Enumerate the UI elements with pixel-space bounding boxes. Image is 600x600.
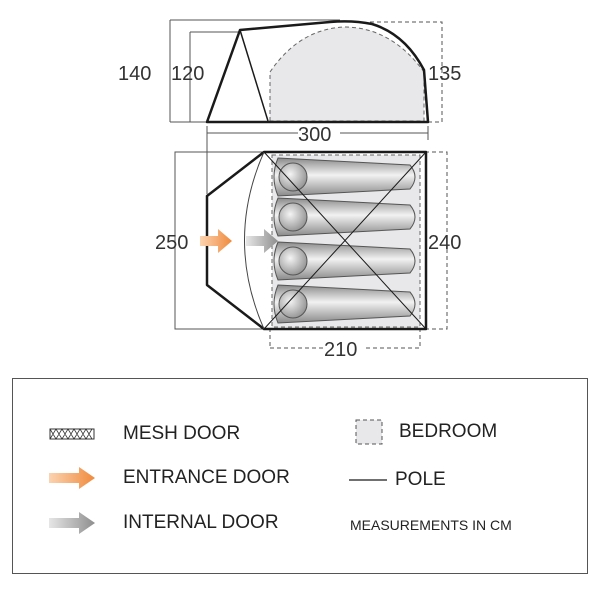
- height-guides: [169, 19, 340, 123]
- cross-poles: [263, 151, 427, 330]
- legend-entrance-door: ENTRANCE DOOR: [49, 467, 290, 489]
- floor-plan: 250 240 210: [155, 150, 461, 361]
- label-width-total: 250: [155, 232, 188, 254]
- pole-line-icon: [349, 479, 387, 481]
- legend-units-note: MEASUREMENTS IN CM: [350, 517, 512, 533]
- mesh-door-curve: [244, 151, 265, 330]
- bedroom-swatch-icon: [355, 419, 383, 445]
- width-guide: [174, 151, 264, 330]
- inner-tent-side: [269, 26, 425, 122]
- sleeping-bag: [273, 284, 416, 324]
- mesh-door-icon: [49, 428, 95, 440]
- length-guide: [206, 126, 429, 194]
- internal-arrow-icon: [49, 512, 95, 534]
- units-note: MEASUREMENTS IN CM: [350, 517, 512, 533]
- label-width-bedroom: 240: [428, 232, 461, 254]
- tent-diagram: 140 120 135 300: [118, 19, 461, 361]
- legend-mesh-door: MESH DOOR: [49, 423, 240, 445]
- bedroom-width-bracket: [425, 151, 448, 330]
- legend-bedroom-label: BEDROOM: [399, 421, 498, 442]
- label-height-total: 140: [118, 63, 151, 85]
- inner-height-bracket: [370, 21, 443, 123]
- legend-bedroom: BEDROOM: [355, 419, 497, 445]
- internal-door-arrow: [246, 229, 278, 253]
- bedroom-length-bracket: [269, 328, 421, 349]
- legend-entrance-door-label: ENTRANCE DOOR: [123, 467, 290, 488]
- legend-mesh-door-label: MESH DOOR: [123, 423, 241, 444]
- legend-pole: POLE: [349, 469, 446, 491]
- legend-internal-door: INTERNAL DOOR: [49, 512, 279, 534]
- entrance-arrow-icon: [49, 467, 95, 489]
- legend-pole-label: POLE: [395, 469, 446, 490]
- sleeping-bag: [273, 241, 416, 281]
- label-height-porch: 120: [171, 63, 204, 85]
- label-length-bedroom: 210: [324, 339, 357, 361]
- sleeping-bag: [273, 157, 416, 197]
- legend-internal-door-label: INTERNAL DOOR: [123, 512, 279, 533]
- label-height-inner: 135: [428, 63, 461, 85]
- sleeping-bag: [273, 197, 416, 237]
- flysheet-side: [205, 20, 430, 124]
- porch-pole: [239, 29, 269, 122]
- label-length-total: 300: [298, 124, 331, 146]
- entrance-door-arrow: [200, 229, 232, 253]
- legend-box: MESH DOOR ENTRANCE DOOR INTERN: [12, 378, 588, 574]
- side-elevation: 140 120 135 300: [118, 19, 461, 194]
- sleeping-bags: [273, 157, 416, 324]
